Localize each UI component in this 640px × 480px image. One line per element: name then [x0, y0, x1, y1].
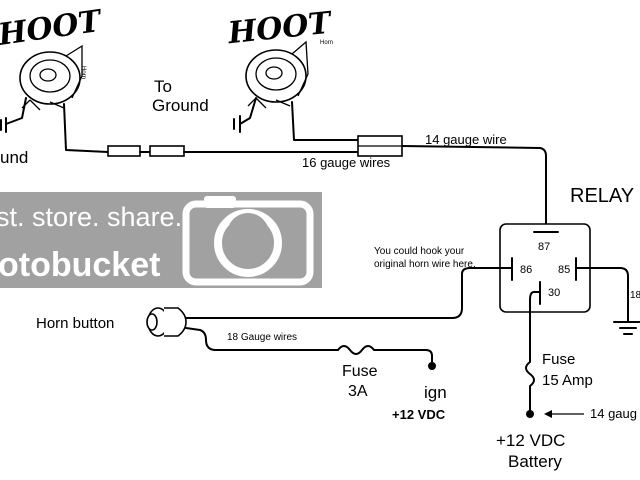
battery-label-2: Battery [508, 452, 562, 471]
ground-left-label: und [0, 148, 28, 167]
wire-relay-30-to-battery [525, 291, 541, 411]
wire-16-label: 16 gauge wires [302, 155, 391, 170]
note-line-1: You could hook your [374, 246, 465, 257]
relay-85-ground-wire [575, 267, 640, 335]
horn-right-lead2 [291, 101, 361, 141]
horn-button-face [146, 313, 158, 331]
fuse-3a-label-2: 3A [348, 383, 368, 400]
to-ground-label-1: To [154, 77, 172, 96]
ground-right-symbol [233, 115, 241, 133]
wire-button-to-fuse [185, 327, 339, 351]
horn-left: HOOT Horn [0, 4, 109, 153]
relay: 87 86 85 30 [499, 223, 591, 313]
to-ground-label-2: Ground [152, 96, 209, 115]
horn-left-lead2 [63, 103, 109, 153]
wire-18-label: 18 Gauge wires [227, 332, 297, 343]
wire-button-to-relay-86 [185, 267, 513, 319]
right-edge-label: 18 [630, 290, 640, 301]
relay-pin-30: 30 [548, 287, 560, 299]
watermark-line-1: st. store. share. [0, 202, 182, 232]
fuse-3a-label-1: Fuse [342, 363, 378, 380]
horn-left-brand: HOOT [0, 4, 106, 53]
ground-left-symbol [0, 117, 7, 133]
fuse-15a-label-2: 15 Amp [542, 372, 593, 389]
horn-right-brand: HOOT [225, 5, 335, 51]
ign-label: ign [424, 383, 447, 402]
battery-arrow [544, 410, 584, 418]
note-line-2: original horn wire here. [374, 259, 476, 270]
inline-connector-1 [107, 145, 141, 157]
fuse-3a-symbol [337, 345, 433, 365]
horn-left-lead [5, 97, 27, 125]
photobucket-watermark: st. store. share. otobucket [0, 192, 322, 288]
battery-terminal [526, 410, 534, 418]
horn-right-small: Horn [320, 40, 333, 46]
relay-title: RELAY [570, 185, 634, 207]
watermark-line-2: otobucket [0, 246, 160, 284]
horn-left-small: Horn [80, 66, 86, 79]
horn-feed-wires [107, 135, 547, 233]
inline-connector-2 [149, 145, 185, 157]
wire-to-relay-87 [401, 145, 547, 233]
horn-button [146, 307, 187, 337]
ign-vdc-label: +12 VDC [392, 407, 446, 422]
camera-icon [182, 196, 314, 286]
horn-left-inner [29, 59, 71, 93]
relay-pin-86: 86 [520, 264, 532, 276]
fuse-15a-label-1: Fuse [542, 351, 575, 368]
horn-right-center [265, 66, 283, 80]
horn-right-flare [291, 40, 309, 97]
watermark-band [0, 192, 322, 288]
battery-label-1: +12 VDC [496, 431, 565, 450]
ign-terminal [428, 362, 436, 370]
horn-button-label: Horn button [36, 315, 114, 332]
wire-14-bottom-label: 14 gaug [590, 406, 637, 421]
wire-14-top-label: 14 gauge wire [425, 132, 507, 147]
relay-pin-85: 85 [558, 264, 570, 276]
horn-button-housing [164, 307, 187, 337]
horn-right-lead [239, 97, 257, 125]
relay-pin-87: 87 [538, 241, 550, 253]
horn-right: HOOT Horn [225, 5, 361, 141]
horn-left-center [39, 68, 57, 82]
horn-right-inner [255, 57, 297, 91]
horn-left-flare [65, 44, 83, 99]
